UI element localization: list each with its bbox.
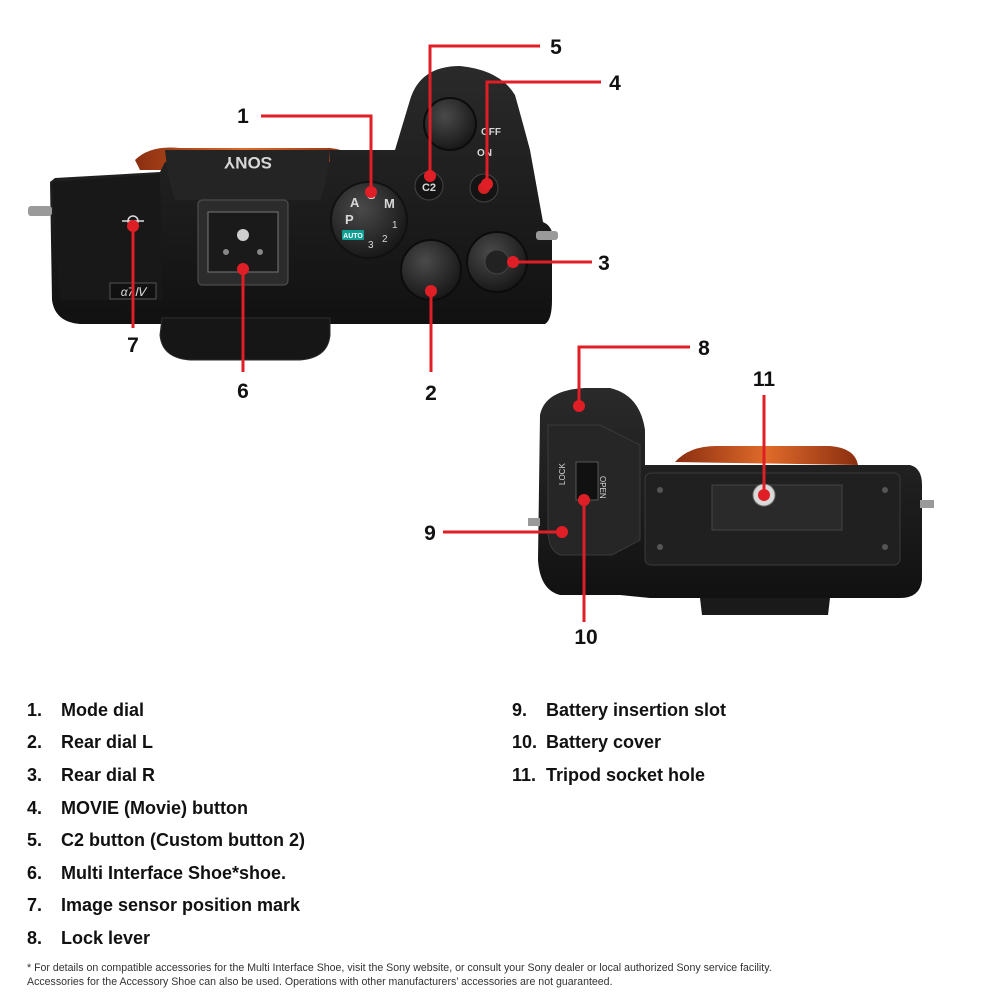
legend-number: 5. — [27, 830, 43, 851]
legend-label: Battery cover — [546, 732, 662, 753]
callout-number-11: 11 — [753, 368, 776, 391]
callout-number-1: 1 — [237, 105, 249, 128]
callout-dot-7 — [127, 220, 139, 232]
legend-item-c2-button: 5. C2 button (Custom button 2) — [27, 824, 305, 857]
legend-item-battery-slot: 9. Battery insertion slot — [512, 694, 726, 727]
legend-label: Rear dial R — [61, 764, 156, 785]
power-on-label: ON — [477, 148, 492, 159]
legend-number: 6. — [27, 862, 43, 883]
legend-number: 11. — [512, 764, 537, 785]
dial-mode-auto: AUTO — [343, 233, 363, 240]
legend-item-rear-dial-l: 2. Rear dial L — [27, 727, 305, 760]
c2-label: C2 — [422, 182, 436, 194]
dial-mode-3: 3 — [368, 240, 374, 251]
callout-number-2: 2 — [425, 382, 437, 405]
callout-dot-8 — [573, 400, 585, 412]
dial-mode-2: 2 — [382, 234, 388, 245]
power-off-label: OFF — [481, 127, 501, 138]
legend-label: Rear dial L — [61, 732, 154, 753]
legend-left-column: 1.Mode dial 2.Rear dial L 3.Rear dial R … — [27, 694, 305, 955]
callout-line-5 — [428, 44, 540, 176]
brand-logo: SONY — [223, 153, 272, 172]
callout-dots — [127, 170, 770, 538]
callout-number-6: 6 — [237, 380, 249, 403]
dial-mode-p: P — [345, 212, 354, 227]
callout-dot-10 — [578, 494, 590, 506]
callout-number-10: 10 — [574, 626, 597, 649]
camera-top-view: SONY α7Ⅳ P A S M AUTO 3 2 1 OFF ON — [28, 66, 558, 361]
camera-bottom-view: LOCK OPEN — [528, 388, 934, 615]
legend-label: MOVIE (Movie) button — [61, 797, 248, 818]
legend-number: 4. — [27, 797, 43, 818]
dial-mode-a: A — [350, 195, 360, 210]
callout-dot-9 — [556, 526, 568, 538]
legend-item-rear-dial-r: 3. Rear dial R — [27, 759, 305, 792]
callout-dot-3 — [507, 256, 519, 268]
footnote-line-2: Accessories for the Accessory Shoe can a… — [27, 976, 613, 988]
legend-number: 3. — [27, 764, 43, 785]
callout-dot-1 — [365, 186, 377, 198]
footnote: * For details on compatible accessories … — [27, 961, 987, 989]
callout-dot-5 — [424, 170, 436, 182]
callout-lines — [131, 44, 766, 622]
callout-number-9: 9 — [424, 522, 436, 545]
legend-item-battery-cover: 10. Battery cover — [512, 727, 726, 760]
dial-mode-1: 1 — [392, 220, 398, 231]
callout-line-4 — [485, 80, 601, 184]
lock-label: LOCK — [558, 463, 567, 485]
legend-right-column: 9. Battery insertion slot 10. Battery cove… — [512, 694, 726, 792]
callout-line-8 — [577, 345, 690, 406]
legend-number: 8. — [27, 927, 43, 948]
callout-dot-2 — [425, 285, 437, 297]
legend-label: Lock lever — [61, 927, 151, 948]
legend-number: 1. — [27, 699, 43, 720]
legend-label: C2 button (Custom button 2) — [61, 830, 305, 851]
legend-number: 9. — [512, 699, 528, 720]
legend-label: Tripod socket hole — [546, 764, 706, 785]
callout-number-5: 5 — [550, 36, 562, 59]
callout-number-7: 7 — [127, 334, 139, 357]
legend-number: 2. — [27, 732, 43, 753]
dial-mode-m: M — [384, 196, 395, 211]
callout-number-4: 4 — [609, 72, 621, 95]
legend-label: Mode dial — [61, 699, 145, 720]
legend-item-mode-dial: 1. Mode dial — [27, 694, 305, 727]
legend-item-lock-lever: 8. Lock lever — [27, 922, 305, 955]
legend-number: 10. — [512, 732, 538, 753]
legend-item-movie-button: 4. MOVIE (Movie) button — [27, 792, 305, 825]
footnote-line-1: * For details on compatible accessories … — [27, 962, 772, 974]
legend-item-tripod-socket: 11. Tripod socket hole — [512, 759, 726, 792]
callout-line-1 — [261, 114, 373, 192]
open-label: OPEN — [598, 476, 607, 499]
camera-diagram: SONY α7Ⅳ P A S M AUTO 3 2 1 OFF ON — [28, 36, 934, 649]
legend-item-multi-interface-shoe: 6. Multi Interface Shoe*shoe. — [27, 857, 305, 890]
legend-number: 7. — [27, 895, 43, 916]
legend-item-sensor-mark: 7. Image sensor position mark — [27, 890, 305, 923]
callout-dot-6 — [237, 263, 249, 275]
callout-number-3: 3 — [598, 252, 610, 275]
legend-label: Image sensor position mark — [61, 895, 301, 916]
legend-label: Battery insertion slot — [546, 699, 727, 720]
legend-label: Multi Interface Shoe*shoe. — [61, 862, 287, 883]
callout-dot-11 — [758, 489, 770, 501]
callout-number-8: 8 — [698, 337, 710, 360]
callout-dot-4 — [481, 178, 493, 190]
